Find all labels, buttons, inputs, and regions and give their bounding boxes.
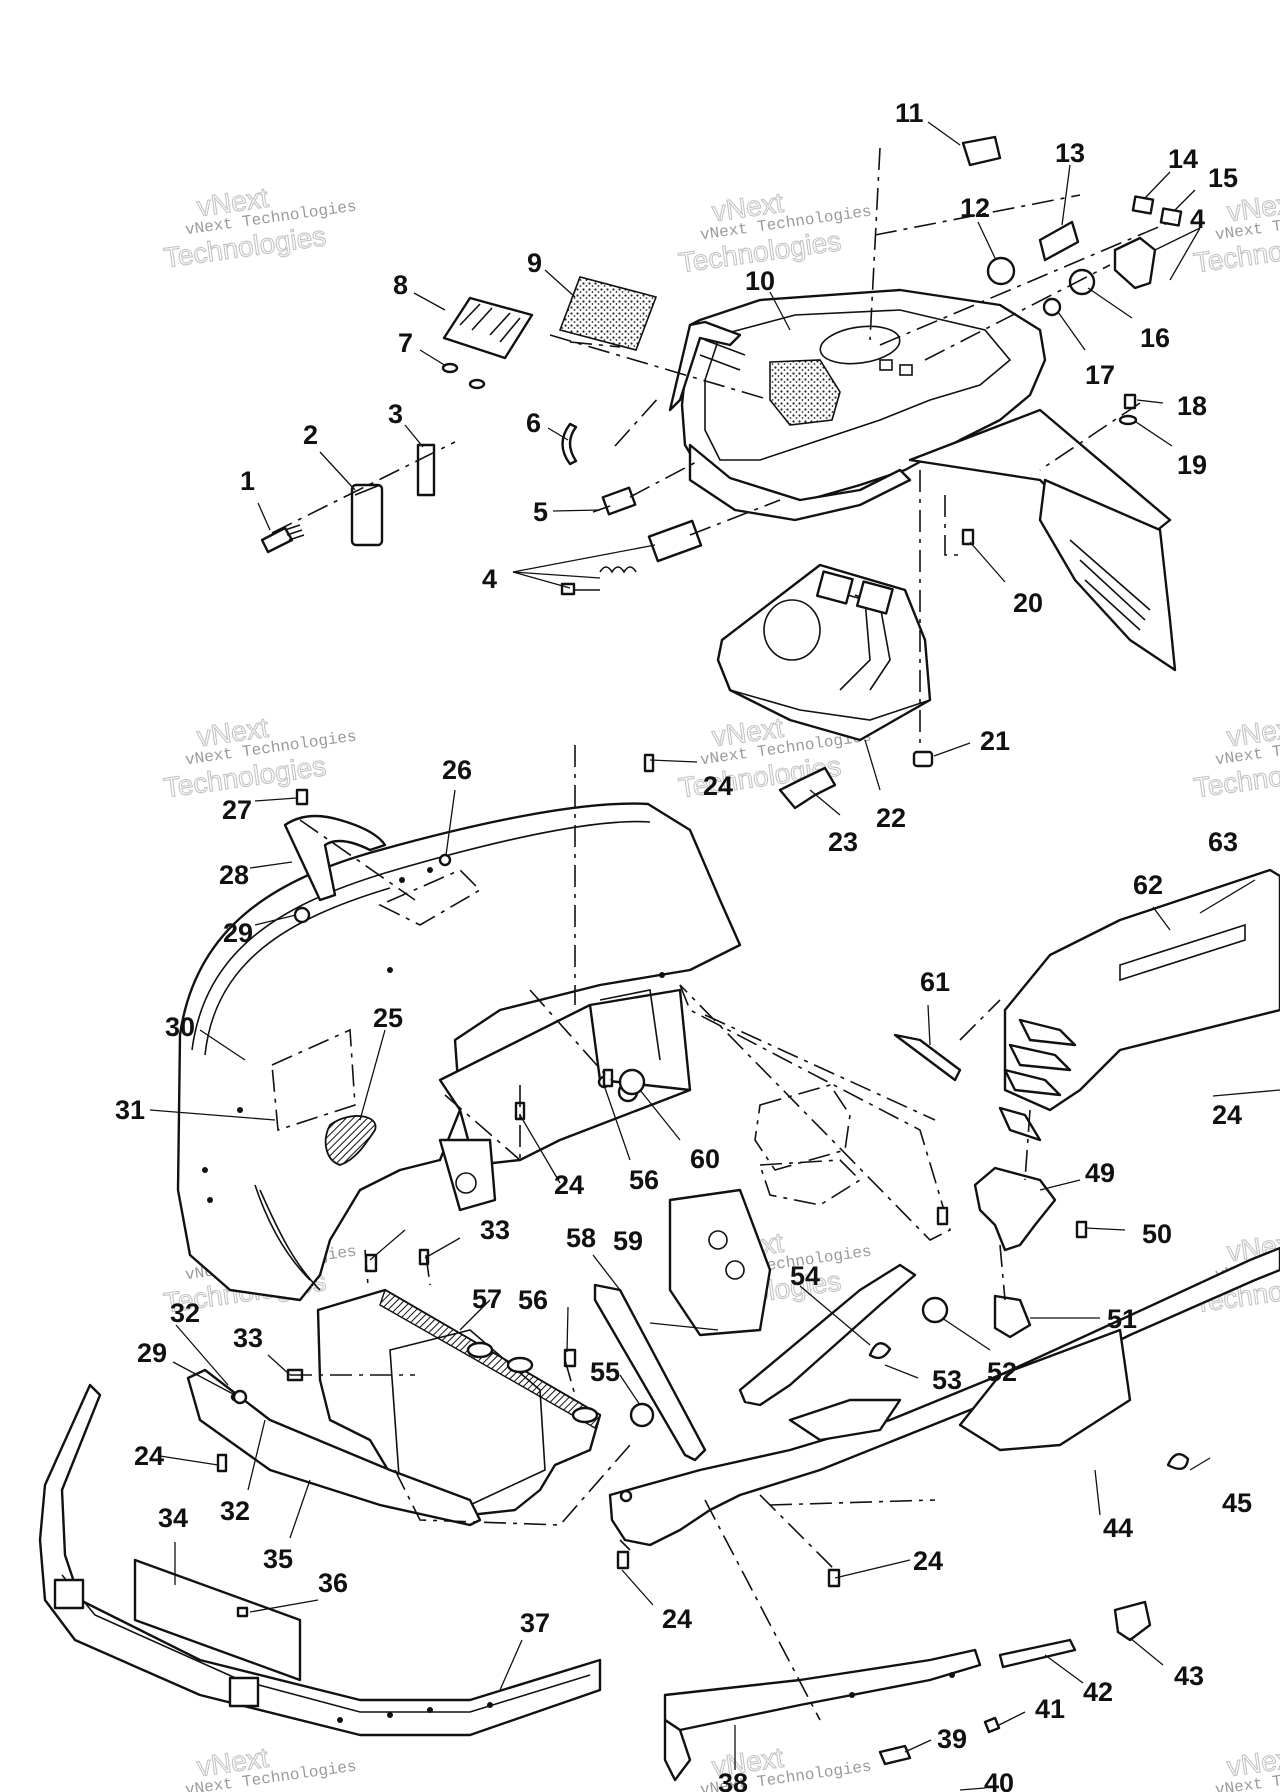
callout-label: 24 <box>554 1170 584 1200</box>
callout-label: 31 <box>115 1095 145 1125</box>
callout-label: 24 <box>134 1441 164 1471</box>
watermark: vNext vNext Technologies <box>1214 1741 1280 1792</box>
callout-label: 58 <box>566 1223 596 1253</box>
callout-label: 40 <box>984 1768 1014 1792</box>
watermark: vNext vNext Technologies Technologies <box>1191 711 1280 804</box>
callout-label: 32 <box>170 1298 200 1328</box>
callout-group: 1 2 3 4 4 5 6 7 8 9 10 11 12 13 14 15 16… <box>115 98 1252 1792</box>
callout-label: 29 <box>223 918 253 948</box>
callout-label: 54 <box>790 1261 820 1291</box>
callout-label: 56 <box>518 1285 548 1315</box>
callout-label: 5 <box>533 497 548 527</box>
watermark: vNext vNext Technologies Technologies <box>676 186 872 279</box>
watermark: vNext vNext Technologies Technologies <box>161 181 357 274</box>
callout-label: 6 <box>526 408 541 438</box>
callout-label: 36 <box>318 1568 348 1598</box>
callout-label: 23 <box>828 827 858 857</box>
callout-label: 55 <box>590 1357 620 1387</box>
watermark: vNext vNext Technologies <box>184 1741 358 1792</box>
callout-label: 24 <box>662 1604 692 1634</box>
callout-label: 43 <box>1174 1661 1204 1691</box>
leader-lines <box>149 121 1280 1791</box>
callout-label: 38 <box>718 1768 748 1792</box>
callout-label: 53 <box>932 1365 962 1395</box>
callout-label: 61 <box>920 967 950 997</box>
hood-assembly <box>668 288 1177 672</box>
callout-label: 35 <box>263 1544 293 1574</box>
callout-label: 57 <box>472 1284 502 1314</box>
callout-label: 27 <box>222 795 252 825</box>
callout-label: 62 <box>1133 870 1163 900</box>
callout-label: 19 <box>1177 450 1207 480</box>
hardware-top-right <box>778 135 1183 810</box>
callout-label: 25 <box>373 1003 403 1033</box>
assembly-lines-lower <box>290 745 1031 1721</box>
callout-label: 30 <box>165 1012 195 1042</box>
callout-label: 29 <box>137 1338 167 1368</box>
callout-label: 10 <box>745 266 775 296</box>
callout-label: 8 <box>393 270 408 300</box>
callout-label: 9 <box>527 248 542 278</box>
callout-label: 15 <box>1208 163 1238 193</box>
callout-label: 13 <box>1055 138 1085 168</box>
callout-label: 41 <box>1035 1694 1065 1724</box>
callout-label: 20 <box>1013 588 1043 618</box>
callout-label: 1 <box>240 466 255 496</box>
callout-label: 42 <box>1083 1677 1113 1707</box>
callout-label: 63 <box>1208 827 1238 857</box>
callout-label: 3 <box>388 399 403 429</box>
callout-label: 17 <box>1085 360 1115 390</box>
callout-label: 21 <box>980 726 1010 756</box>
callout-label: 49 <box>1085 1158 1115 1188</box>
callout-label: 14 <box>1168 144 1198 174</box>
callout-label: 60 <box>690 1144 720 1174</box>
callout-label: 59 <box>613 1226 643 1256</box>
side-panel <box>893 868 1280 1142</box>
callout-label: 16 <box>1140 323 1170 353</box>
inner-console <box>716 563 932 742</box>
callout-label: 7 <box>398 328 413 358</box>
callout-label: 56 <box>629 1165 659 1195</box>
callout-label: 24 <box>913 1546 943 1576</box>
callout-label: 50 <box>1142 1219 1172 1249</box>
callout-label: 4 <box>1190 204 1205 234</box>
callout-label: 4 <box>482 564 497 594</box>
callout-label: 28 <box>219 860 249 890</box>
callout-label: 2 <box>303 420 318 450</box>
callout-label: 18 <box>1177 391 1207 421</box>
callout-label: 26 <box>442 755 472 785</box>
callout-label: 33 <box>480 1215 510 1245</box>
callout-label: 39 <box>937 1724 967 1754</box>
callout-label: 24 <box>1212 1100 1242 1130</box>
hardware-top-left <box>260 276 703 596</box>
callout-label: 24 <box>703 771 733 801</box>
callout-label: 34 <box>158 1503 188 1533</box>
callout-label: 52 <box>987 1357 1017 1387</box>
callout-label: 11 <box>895 98 924 128</box>
lower-bodywork <box>38 1246 1280 1782</box>
callout-label: 33 <box>233 1323 263 1353</box>
callout-label: 51 <box>1107 1304 1137 1334</box>
nose-body <box>176 802 951 1302</box>
watermark: vNext vNext Technologies Technologies <box>161 711 357 804</box>
callout-label: 12 <box>960 193 990 223</box>
callout-label: 32 <box>220 1496 250 1526</box>
assembly-lines-upper <box>271 147 1176 750</box>
callout-label: 37 <box>520 1608 550 1638</box>
hardware-mid-right <box>593 1068 1088 1462</box>
callout-label: 22 <box>876 803 906 833</box>
callout-label: 44 <box>1103 1513 1133 1543</box>
callout-label: 45 <box>1222 1488 1252 1518</box>
